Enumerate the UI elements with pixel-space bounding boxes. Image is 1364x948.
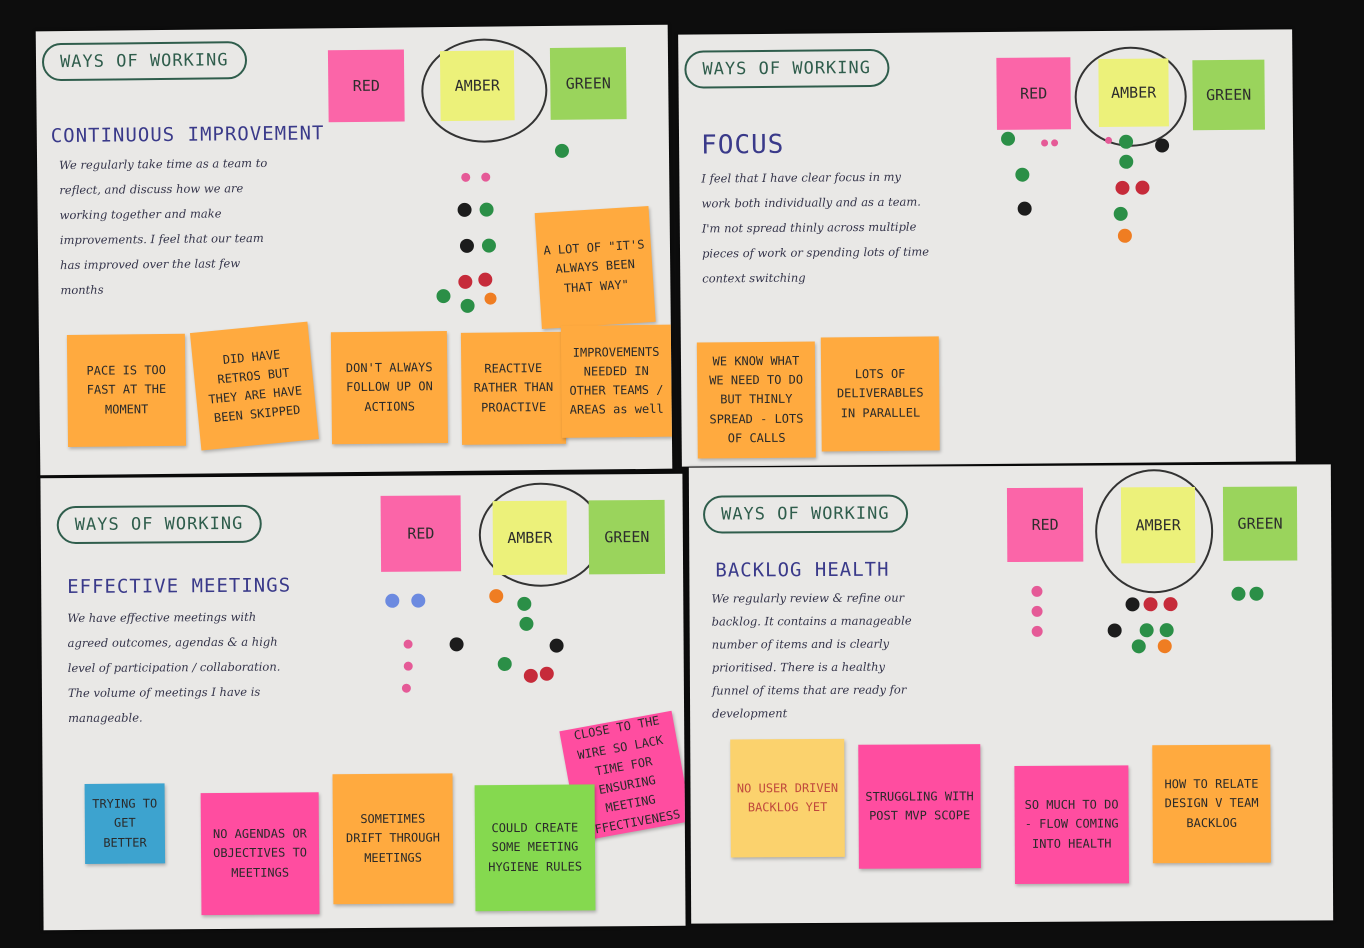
ways-of-working-header: WAYS OF WORKING [684,48,890,89]
vote-dot [1249,586,1264,601]
sticky-note: HOW TO RELATE DESIGN V TEAM BACKLOG [1152,744,1271,864]
rag-green-label: GREEN [588,499,666,575]
vote-dot [460,298,475,313]
vote-dot [1105,136,1113,144]
sticky-note: NO USER DRIVEN BACKLOG YET [730,738,845,858]
sticky-note: DON'T ALWAYS FOLLOW UP ON ACTIONS [330,331,449,445]
vote-dot [539,666,554,681]
board-focus: WAYS OF WORKING FOCUS I feel that I have… [678,29,1296,467]
board-description: We regularly review & refine our backlog… [711,590,912,721]
sticky-note: COULD CREATE SOME MEETING HYGIENE RULES [474,784,596,912]
board-backlog-health: WAYS OF WORKING BACKLOG HEALTH We regula… [688,464,1334,924]
vote-dot [411,593,426,608]
vote-dot [1155,138,1170,153]
board-title: BACKLOG HEALTH [715,558,890,582]
vote-dot [478,272,493,287]
rag-green-label: GREEN [1222,486,1298,561]
sticky-note: PACE IS TOO FAST AT THE MOMENT [66,333,187,448]
vote-dot [484,292,497,305]
vote-dot [459,238,475,253]
vote-dot [1015,167,1030,182]
vote-dot [1051,139,1059,147]
vote-dot [479,202,494,217]
vote-dot [1119,134,1134,149]
board-title: CONTINUOUS IMPROVEMENT [50,122,325,148]
vote-dot [1041,139,1049,147]
ways-of-working-header: WAYS OF WORKING [41,41,247,82]
rag-green-label: GREEN [549,47,627,120]
vote-dot [1143,597,1158,612]
rag-amber-label: AMBER [439,50,515,122]
sticky-note: SOMETIMES DRIFT THROUGH MEETINGS [332,773,454,905]
ways-of-working-header: WAYS OF WORKING [56,504,262,545]
sticky-note: REACTIVE RATHER THAN PROACTIVE [460,331,567,445]
sticky-note: IMPROVEMENTS NEEDED IN OTHER TEAMS / ARE… [560,324,672,438]
vote-dot [401,683,411,693]
vote-dot [1163,597,1178,612]
vote-dot [517,596,532,611]
sticky-note: WE KNOW WHAT WE NEED TO DO BUT THINLY SP… [696,341,816,459]
vote-dot [403,639,413,649]
rag-green-label: GREEN [1192,59,1265,131]
rag-red-label: RED [327,49,405,123]
vote-dot [554,143,570,158]
vote-dot [1017,201,1032,216]
vote-dot [1125,597,1140,612]
sticky-note: DID HAVE RETROS BUT THEY ARE HAVE BEEN S… [189,321,319,451]
board-title: EFFECTIVE MEETINGS [67,574,292,599]
vote-dot [1135,180,1150,195]
rag-red-label: RED [1006,487,1084,563]
board-continuous-improvement: WAYS OF WORKING CONTINUOUS IMPROVEMENT W… [35,24,673,476]
board-description: We regularly take time as a team to refl… [59,155,268,298]
vote-dot [458,274,473,289]
vote-dot [1157,639,1172,654]
sticky-note: STRUGGLING WITH POST MVP SCOPE [858,744,981,869]
vote-dot [489,589,504,604]
board-description: We have effective meetings with agreed o… [67,609,281,726]
vote-dot [1000,131,1016,146]
vote-dot [1031,625,1043,637]
vote-dot [497,656,512,672]
vote-dot [403,661,413,671]
board-title: FOCUS [700,129,785,161]
vote-dot [457,202,472,217]
rag-amber-label: AMBER [1120,487,1196,564]
vote-dot [1107,623,1122,638]
vote-dot [1159,623,1174,638]
sticky-note: NO AGENDAS OR OBJECTIVES TO MEETINGS [200,792,320,916]
vote-dot [1113,206,1128,221]
rag-red-label: RED [380,495,462,572]
vote-dot [1131,639,1146,654]
vote-dot [1031,585,1043,597]
rag-red-label: RED [996,57,1071,130]
rag-amber-label: AMBER [492,500,568,576]
vote-dot [385,593,400,608]
ways-of-working-header: WAYS OF WORKING [702,494,908,534]
board-effective-meetings: WAYS OF WORKING EFFECTIVE MEETINGS We ha… [40,473,686,931]
vote-dot [519,616,534,631]
vote-dot [1115,180,1130,195]
sticky-note: TRYING TO GET BETTER [84,783,166,864]
sticky-note: SO MUCH TO DO - FLOW COMING INTO HEALTH [1014,765,1129,884]
vote-dot [461,172,471,182]
vote-dot [1031,605,1043,617]
sticky-note: A LOT OF "IT'S ALWAYS BEEN THAT WAY" [534,206,656,329]
sticky-note: LOTS OF DELIVERABLES IN PARALLEL [820,336,940,452]
vote-dot [523,668,538,683]
rag-amber-label: AMBER [1098,58,1169,128]
vote-dot [1117,228,1132,243]
vote-dot [549,638,564,653]
vote-dot [1231,586,1246,601]
vote-dot [481,238,497,253]
board-description: I feel that I have clear focus in my wor… [701,169,930,286]
vote-dot [436,288,451,304]
vote-dot [449,637,464,652]
vote-dot [1139,623,1154,638]
vote-dot [1119,154,1134,169]
vote-dot [481,172,491,182]
